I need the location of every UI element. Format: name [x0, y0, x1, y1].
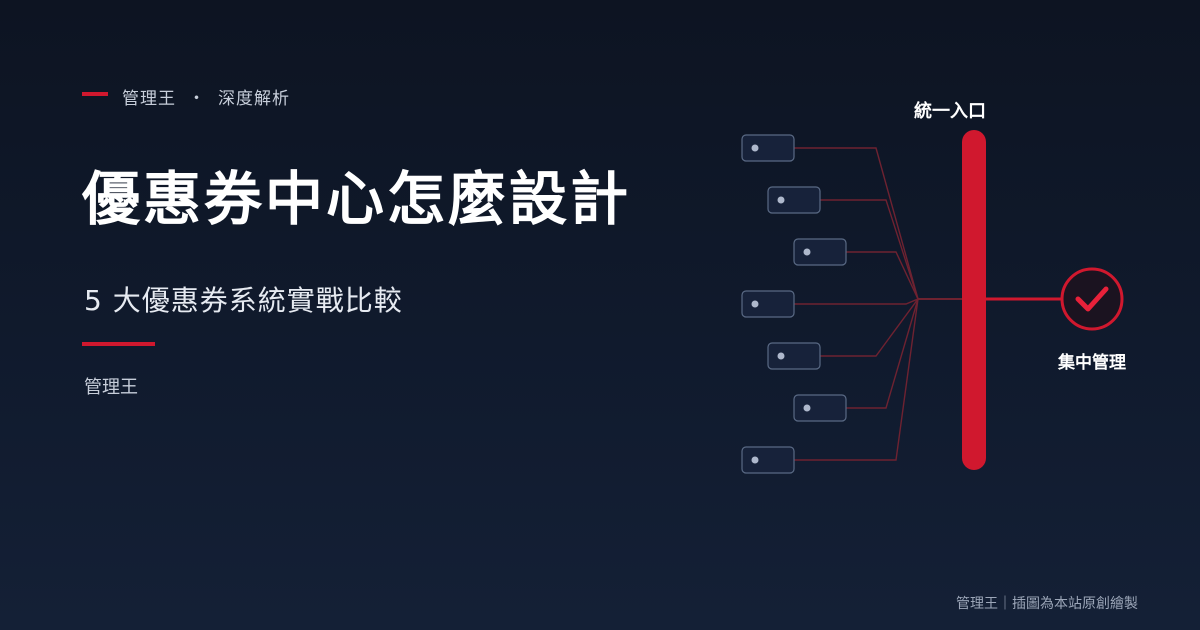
divider-accent-bar: [82, 342, 155, 346]
entry-bar: [962, 130, 986, 470]
hub-label: 集中管理: [1057, 352, 1126, 373]
kicker-section: 深度解析: [218, 89, 290, 109]
source-node: [767, 186, 821, 214]
source-node-icon: [751, 456, 759, 464]
author-name: 管理王: [84, 377, 138, 398]
source-node-box: [741, 134, 795, 162]
coupon-hub-diagram: 統一入口 集中管理: [741, 100, 1126, 474]
source-node: [741, 446, 795, 474]
check-circle-icon: [1060, 267, 1124, 331]
connector-line: [846, 298, 962, 409]
source-node-box: [741, 446, 795, 474]
source-node-icon: [751, 144, 759, 152]
source-node: [793, 394, 847, 422]
connector-line: [794, 147, 962, 300]
kicker-separator: ・: [188, 89, 206, 109]
source-node: [793, 238, 847, 266]
source-node-box: [767, 186, 821, 214]
connector-line: [820, 298, 962, 357]
connector-line: [794, 298, 962, 461]
source-node: [741, 290, 795, 318]
kicker-brand: 管理王: [122, 89, 176, 109]
source-node: [741, 134, 795, 162]
page-subtitle: 5 大優惠券系統實戰比較: [84, 284, 403, 317]
source-node-icon: [777, 352, 785, 360]
source-node: [767, 342, 821, 370]
entry-label: 統一入口: [914, 100, 986, 122]
source-node-box: [767, 342, 821, 370]
source-node-box: [793, 238, 847, 266]
connector-line: [794, 298, 962, 305]
check-mark-icon: [1075, 286, 1109, 312]
source-node-icon: [751, 300, 759, 308]
source-nodes: [741, 134, 847, 474]
connector-lines: [794, 147, 962, 461]
footer-credit: 管理王｜插圖為本站原創繪製: [956, 596, 1138, 612]
source-node-box: [741, 290, 795, 318]
source-node-icon: [803, 248, 811, 256]
source-node-icon: [803, 404, 811, 412]
page-title: 優惠券中心怎麼設計: [82, 165, 632, 233]
connector-line: [846, 251, 962, 300]
source-node-box: [793, 394, 847, 422]
kicker-accent-bar: [82, 92, 108, 96]
kicker: 管理王・深度解析: [122, 88, 290, 110]
source-node-icon: [777, 196, 785, 204]
